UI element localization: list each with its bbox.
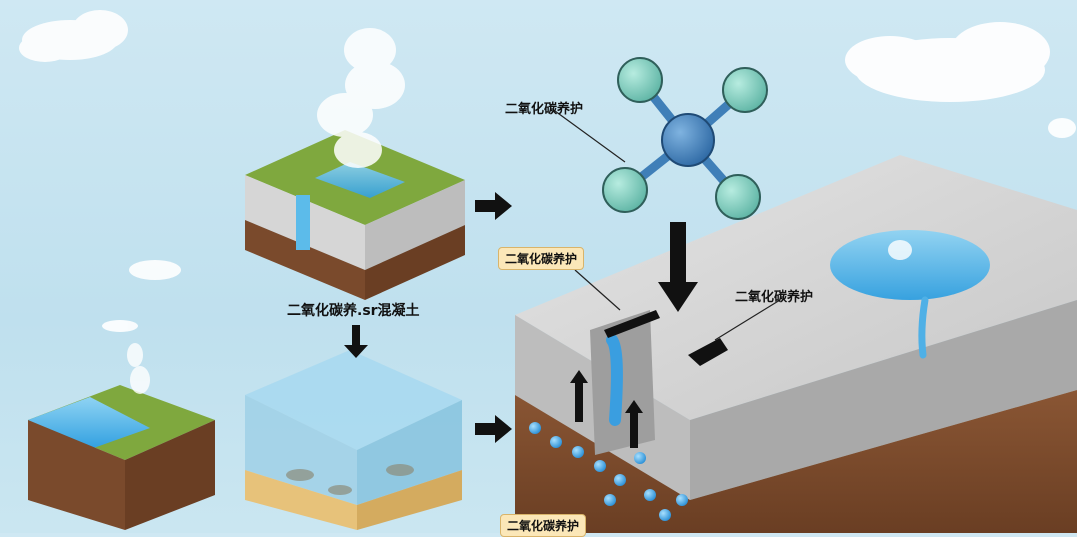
grass-soil-block-top xyxy=(245,130,465,300)
co2-molecule-icon xyxy=(602,57,768,220)
label-left-caption: 二氧化碳养.sr混凝土 xyxy=(287,303,420,319)
water-tank-block xyxy=(245,350,462,530)
steam-icon xyxy=(127,343,150,394)
label-bottom-boxed: 二氧化碳养护 xyxy=(500,514,587,537)
water-puddle xyxy=(830,230,990,359)
label-top-right: 二氧化碳养护 xyxy=(505,102,584,117)
arrow-icon xyxy=(344,192,728,448)
concrete-slab xyxy=(515,155,1077,533)
steam-icon xyxy=(317,28,405,168)
label-slab-right: 二氧化碳养护 xyxy=(735,290,814,305)
cloud-icon xyxy=(845,22,1050,102)
small-wet-block xyxy=(28,385,215,530)
water-droplet-icon xyxy=(529,422,688,521)
label-middle-boxed: 二氧化碳养护 xyxy=(498,247,585,270)
cloud-icon xyxy=(19,10,128,62)
cloud-icon xyxy=(102,118,1076,332)
